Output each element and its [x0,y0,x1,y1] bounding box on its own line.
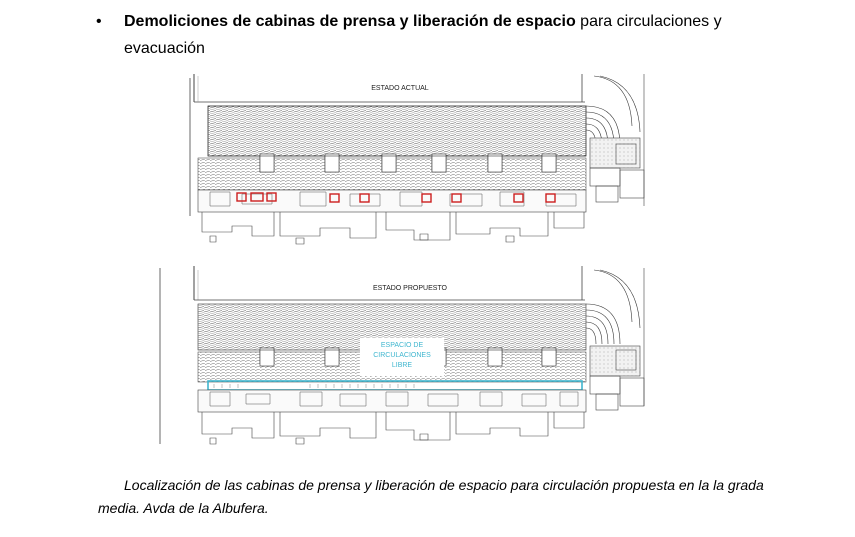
plan-estado-propuesto: ESTADO PROPUESTO ESPACIO DE CIRCULACIONE… [159,266,645,445]
plan-label-actual: ESTADO ACTUAL [371,85,429,92]
bullet-normal-text: para circulaciones y [575,13,722,30]
architectural-plan-figure: ESTADO ACTUAL [159,74,645,445]
press-cabin-markers [236,192,556,203]
bullet-paragraph: Demoliciones de cabinas de prensa y libe… [124,8,764,62]
bullet-bold-text: Demoliciones de cabinas de prensa y libe… [124,13,576,30]
plan-estado-actual: ESTADO ACTUAL [189,74,645,245]
caption-line-1: Localización de las cabinas de prensa y … [124,477,764,493]
bullet-marker: • [96,13,102,30]
free-circulation-band [207,380,583,391]
bullet-normal-text-2: evacuación [124,40,205,57]
annotation-line-2: CIRCULACIONES [373,352,431,359]
annotation-line-1: ESPACIO DE [381,342,424,349]
annotation-line-3: LIBRE [392,362,413,369]
figure-caption: Localización de las cabinas de prensa y … [98,474,764,516]
plan-label-propuesto: ESTADO PROPUESTO [373,285,448,292]
caption-line-2: media. Avda de la Albufera. [98,500,269,516]
